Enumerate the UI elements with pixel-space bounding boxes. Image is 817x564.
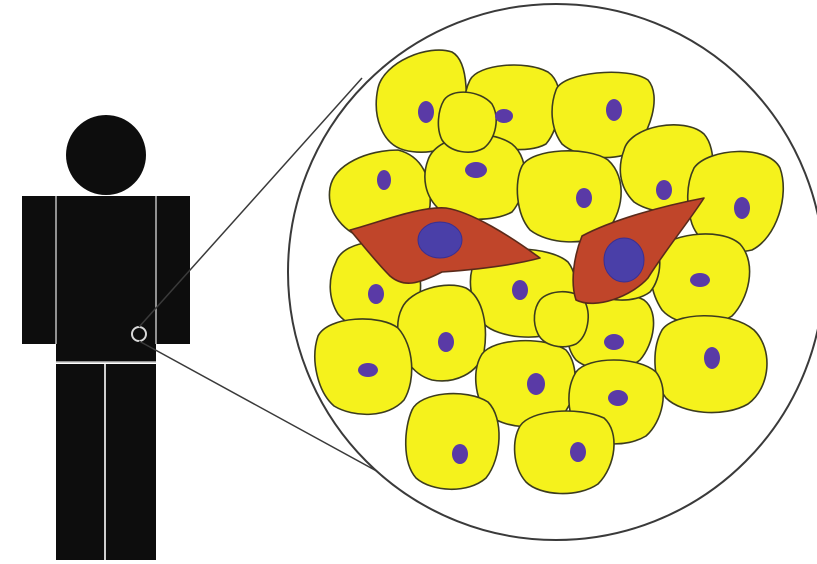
silhouette-head: [66, 115, 146, 195]
nucleus: [512, 280, 528, 300]
silhouette-left-leg: [56, 364, 104, 560]
abnormal-nucleus-left: [418, 222, 462, 258]
normal-cell: [406, 394, 499, 490]
silhouette-torso: [56, 196, 156, 362]
nucleus: [690, 273, 710, 287]
nucleus: [656, 180, 672, 200]
nucleus: [368, 284, 384, 304]
normal-cell: [515, 411, 614, 494]
normal-cell: [438, 92, 496, 152]
nucleus: [377, 170, 391, 190]
nucleus: [608, 390, 628, 406]
nucleus: [576, 188, 592, 208]
nucleus: [452, 444, 468, 464]
nucleus: [465, 162, 487, 178]
nucleus: [604, 334, 624, 350]
silhouette-right-arm: [156, 196, 190, 344]
nucleus: [418, 101, 434, 123]
human-silhouette: [22, 115, 190, 560]
silhouette-right-leg: [106, 364, 156, 560]
nucleus: [570, 442, 586, 462]
nucleus: [527, 373, 545, 395]
nucleus: [358, 363, 378, 377]
silhouette-left-arm: [22, 196, 56, 344]
abnormal-nucleus-right: [604, 238, 644, 282]
nucleus: [438, 332, 454, 352]
nucleus: [704, 347, 720, 369]
nucleus: [734, 197, 750, 219]
nucleus: [606, 99, 622, 121]
nucleus: [495, 109, 513, 123]
